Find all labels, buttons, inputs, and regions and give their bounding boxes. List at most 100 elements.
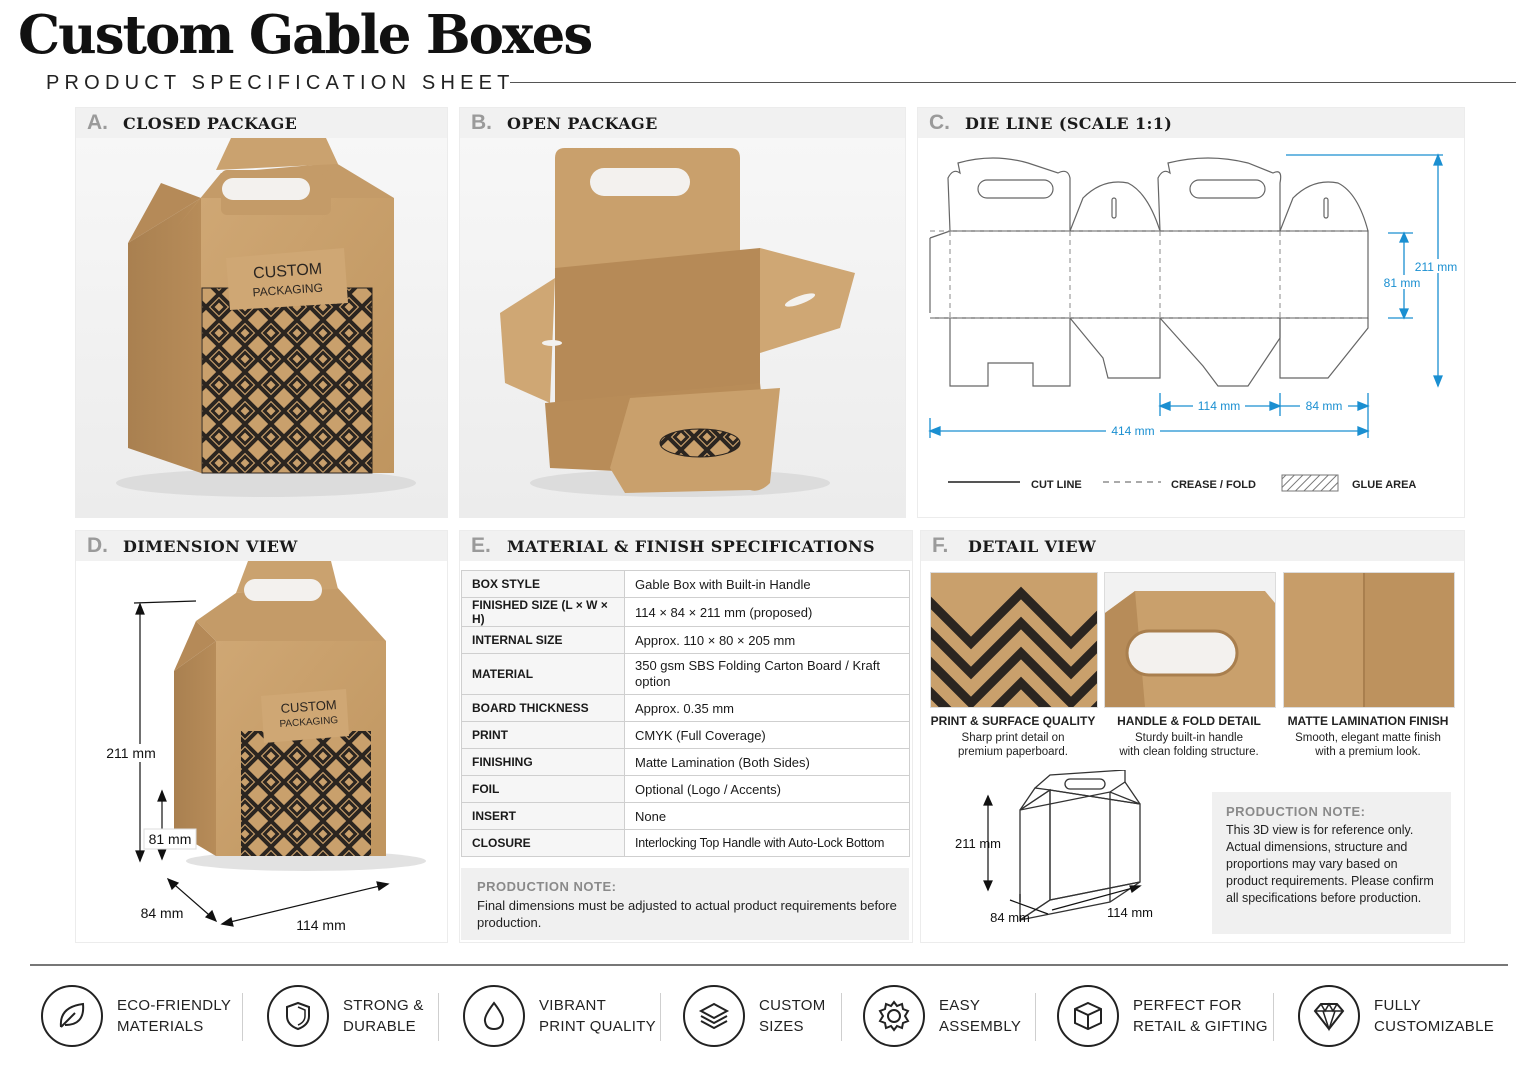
spec-key: BOARD THICKNESS — [461, 694, 625, 722]
open-box-photo — [460, 138, 905, 517]
spec-value: CMYK (Full Coverage) — [624, 721, 910, 749]
drop-icon — [463, 985, 525, 1047]
panel-label: OPEN PACKAGE — [507, 113, 658, 133]
panel-header: D. DIMENSION VIEW — [76, 531, 447, 561]
dieline-dim-front: 114 mm — [1198, 399, 1240, 413]
leaf-icon — [41, 985, 103, 1047]
panel-die-line: C. DIE LINE (SCALE 1:1) — [917, 107, 1465, 518]
detail-line: Smooth, elegant matte finish — [1295, 732, 1441, 744]
spec-key: INTERNAL SIZE — [461, 626, 625, 654]
table-row: FINISHED SIZE (L × W × H)114 × 84 × 211 … — [461, 597, 910, 627]
dimension-body-height: 81 mm — [149, 831, 192, 847]
panel-letter: D. — [87, 534, 108, 557]
spec-value: None — [624, 802, 910, 830]
closed-box-photo: CUSTOM PACKAGING — [76, 138, 447, 517]
feature-separator — [660, 993, 661, 1041]
detail-line: Sturdy built-in handle — [1134, 732, 1244, 744]
page-subtitle: PRODUCT SPECIFICATION SHEET — [46, 72, 515, 94]
detail-caption-matte: MATTE LAMINATION FINISH Smooth, elegant … — [1283, 714, 1453, 759]
spec-value: 114 × 84 × 211 mm (proposed) — [624, 597, 910, 627]
page-title: Custom Gable Boxes — [18, 4, 593, 66]
closed-box-illustration: CUSTOM PACKAGING — [116, 138, 416, 497]
detail-caption-handle: HANDLE & FOLD DETAIL Sturdy built-in han… — [1104, 714, 1274, 759]
feature-separator — [1273, 993, 1274, 1041]
box-print-line1: CUSTOM — [253, 261, 323, 283]
box-print-line2: PACKAGING — [252, 281, 323, 300]
panel-header: C. DIE LINE (SCALE 1:1) — [918, 108, 1464, 138]
spec-key: MATERIAL — [461, 653, 625, 695]
feature-retail: PERFECT FOR RETAIL & GIFTING — [1057, 983, 1268, 1049]
spec-key: FINISHED SIZE (L × W × H) — [461, 597, 625, 627]
spec-key: FOIL — [461, 775, 625, 803]
feature-line2: MATERIALS — [117, 1018, 204, 1035]
spec-value: Approx. 0.35 mm — [624, 694, 910, 722]
layers-icon — [683, 985, 745, 1047]
feature-separator — [438, 993, 439, 1041]
panel-label: MATERIAL & FINISH SPECIFICATIONS — [507, 536, 876, 556]
shield-icon — [267, 985, 329, 1047]
footer-divider — [30, 964, 1508, 966]
box-print-line2: PACKAGING — [279, 715, 339, 730]
production-note-title: PRODUCTION NOTE: — [477, 879, 617, 894]
panel-header: F. DETAIL VIEW — [921, 531, 1464, 561]
detail-title: MATTE LAMINATION FINISH — [1287, 714, 1449, 728]
detail-line: premium paperboard. — [958, 746, 1068, 758]
spec-value: Matte Lamination (Both Sides) — [624, 748, 910, 776]
diamond-icon — [1298, 985, 1360, 1047]
feature-line1: EASY — [939, 997, 981, 1014]
feature-line1: STRONG & — [343, 997, 424, 1014]
detail-title: PRINT & SURFACE QUALITY — [930, 714, 1096, 728]
feature-separator — [1035, 993, 1036, 1041]
panel-closed-package: A. CLOSED PACKAGE CUSTOM PACKAGING — [75, 107, 448, 518]
spec-key: PRINT — [461, 721, 625, 749]
panel-label: DIMENSION VIEW — [123, 536, 298, 556]
line-drawing-width: 114 mm — [1107, 905, 1153, 920]
spec-key: FINISHING — [461, 748, 625, 776]
detail-matte-image — [1283, 572, 1455, 708]
spec-value: 350 gsm SBS Folding Carton Board / Kraft… — [624, 653, 910, 695]
detail-caption-print: PRINT & SURFACE QUALITY Sharp print deta… — [930, 714, 1096, 759]
dieline-dim-total-width: 414 mm — [1111, 424, 1154, 438]
spec-value: Gable Box with Built-in Handle — [624, 570, 910, 598]
panel-header: B. OPEN PACKAGE — [460, 108, 905, 138]
legend-crease: CREASE / FOLD — [1171, 479, 1256, 491]
box-icon — [1057, 985, 1119, 1047]
detail-print-image — [930, 572, 1098, 708]
feature-line2: DURABLE — [343, 1018, 416, 1035]
panel-letter: E. — [471, 534, 491, 557]
feature-separator — [841, 993, 842, 1041]
panel-letter: A. — [87, 111, 108, 134]
feature-line2: CUSTOMIZABLE — [1374, 1018, 1495, 1035]
spec-key: BOX STYLE — [461, 570, 625, 598]
dimension-width: 114 mm — [296, 917, 346, 933]
dimension-depth: 84 mm — [141, 905, 184, 921]
panel-header: E. MATERIAL & FINISH SPECIFICATIONS — [460, 531, 912, 561]
production-note-e: PRODUCTION NOTE: Final dimensions must b… — [461, 868, 909, 940]
detail-handle-image — [1104, 572, 1276, 708]
panel-header: A. CLOSED PACKAGE — [76, 108, 447, 138]
dimension-height: 211 mm — [106, 745, 156, 761]
legend-glue-swatch — [1281, 474, 1339, 492]
spec-value: Approx. 110 × 80 × 205 mm — [624, 626, 910, 654]
panel-label: DETAIL VIEW — [968, 536, 1097, 556]
detail-line: with clean folding structure. — [1119, 746, 1259, 758]
feature-line2: RETAIL & GIFTING — [1133, 1018, 1268, 1035]
feature-line1: PERFECT FOR — [1133, 997, 1242, 1014]
box-line-drawing: 211 mm 84 mm 114 mm — [955, 770, 1153, 925]
spec-value: Optional (Logo / Accents) — [624, 775, 910, 803]
line-drawing-depth: 84 mm — [990, 910, 1030, 925]
legend-glue: GLUE AREA — [1352, 479, 1416, 491]
panel-dimension-view: D. DIMENSION VIEW CUSTOM PACKAGING — [75, 530, 448, 943]
gear-icon — [863, 985, 925, 1047]
dieline-dim-side: 84 mm — [1306, 399, 1343, 413]
